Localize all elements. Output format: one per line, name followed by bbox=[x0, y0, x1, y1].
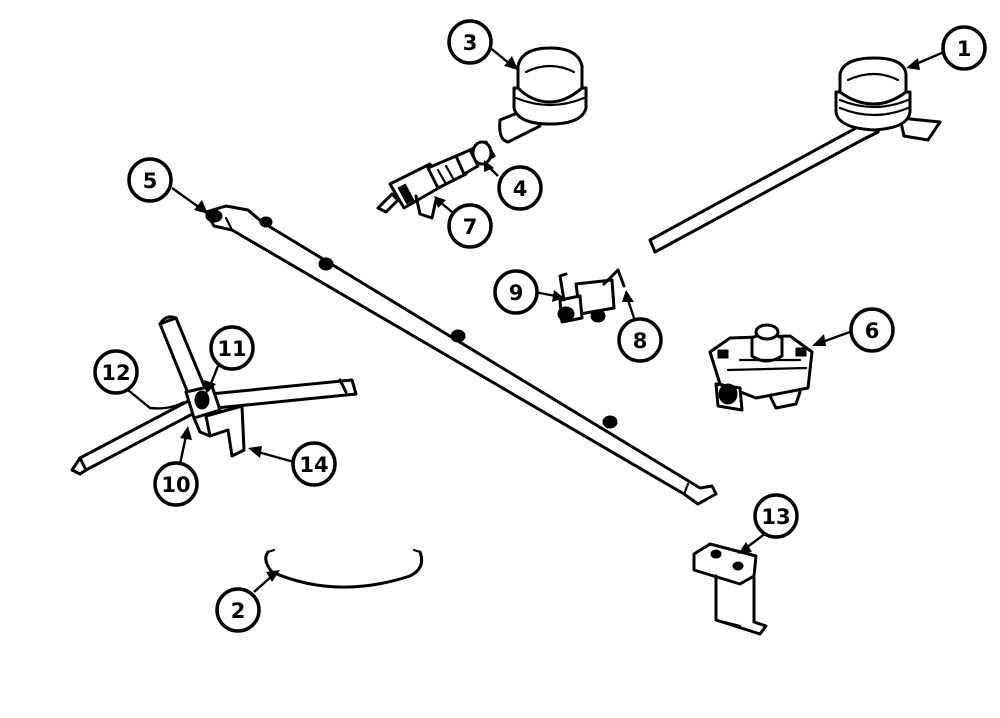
callout-11-label: 11 bbox=[217, 337, 246, 361]
part-8-9-ignition-assembly bbox=[557, 268, 626, 324]
callout-4: 4 bbox=[497, 165, 543, 211]
leader-lines bbox=[127, 45, 945, 593]
part-1-burner-with-tube bbox=[648, 56, 942, 254]
callout-13-label: 13 bbox=[761, 505, 790, 529]
callout-7: 7 bbox=[447, 203, 493, 249]
callout-11: 11 bbox=[209, 325, 255, 371]
part-2-wire-clip bbox=[264, 548, 424, 589]
callout-8: 8 bbox=[617, 317, 663, 363]
callout-5-label: 5 bbox=[143, 169, 158, 193]
callout-6: 6 bbox=[849, 307, 895, 353]
part-6-regulator bbox=[708, 323, 814, 412]
part-5-manifold-bar bbox=[204, 204, 718, 506]
callout-13: 13 bbox=[753, 493, 799, 539]
part-10-11-12-14-tube-assembly bbox=[70, 315, 358, 476]
callout-12: 12 bbox=[93, 349, 139, 395]
callout-2: 2 bbox=[215, 587, 261, 633]
callout-6-label: 6 bbox=[865, 319, 880, 343]
callout-5: 5 bbox=[127, 157, 173, 203]
callout-3: 3 bbox=[447, 19, 493, 65]
callout-8-label: 8 bbox=[633, 329, 648, 353]
callout-14: 14 bbox=[291, 441, 337, 487]
callout-1-label: 1 bbox=[957, 37, 972, 61]
part-13-bracket bbox=[692, 542, 768, 636]
callout-9: 9 bbox=[493, 269, 539, 315]
part-4-orifice bbox=[468, 140, 496, 166]
callout-4-label: 4 bbox=[513, 177, 528, 201]
callout-14-label: 14 bbox=[299, 453, 328, 477]
part-3-burner-head bbox=[498, 46, 588, 144]
callout-1: 1 bbox=[941, 25, 987, 71]
callout-12-label: 12 bbox=[101, 361, 130, 385]
callout-9-label: 9 bbox=[509, 281, 524, 305]
callout-10: 10 bbox=[153, 461, 199, 507]
callout-10-label: 10 bbox=[161, 473, 190, 497]
callout-2-label: 2 bbox=[231, 599, 246, 623]
callout-7-label: 7 bbox=[463, 215, 478, 239]
callout-3-label: 3 bbox=[463, 31, 478, 55]
part-7-valve bbox=[376, 148, 480, 220]
